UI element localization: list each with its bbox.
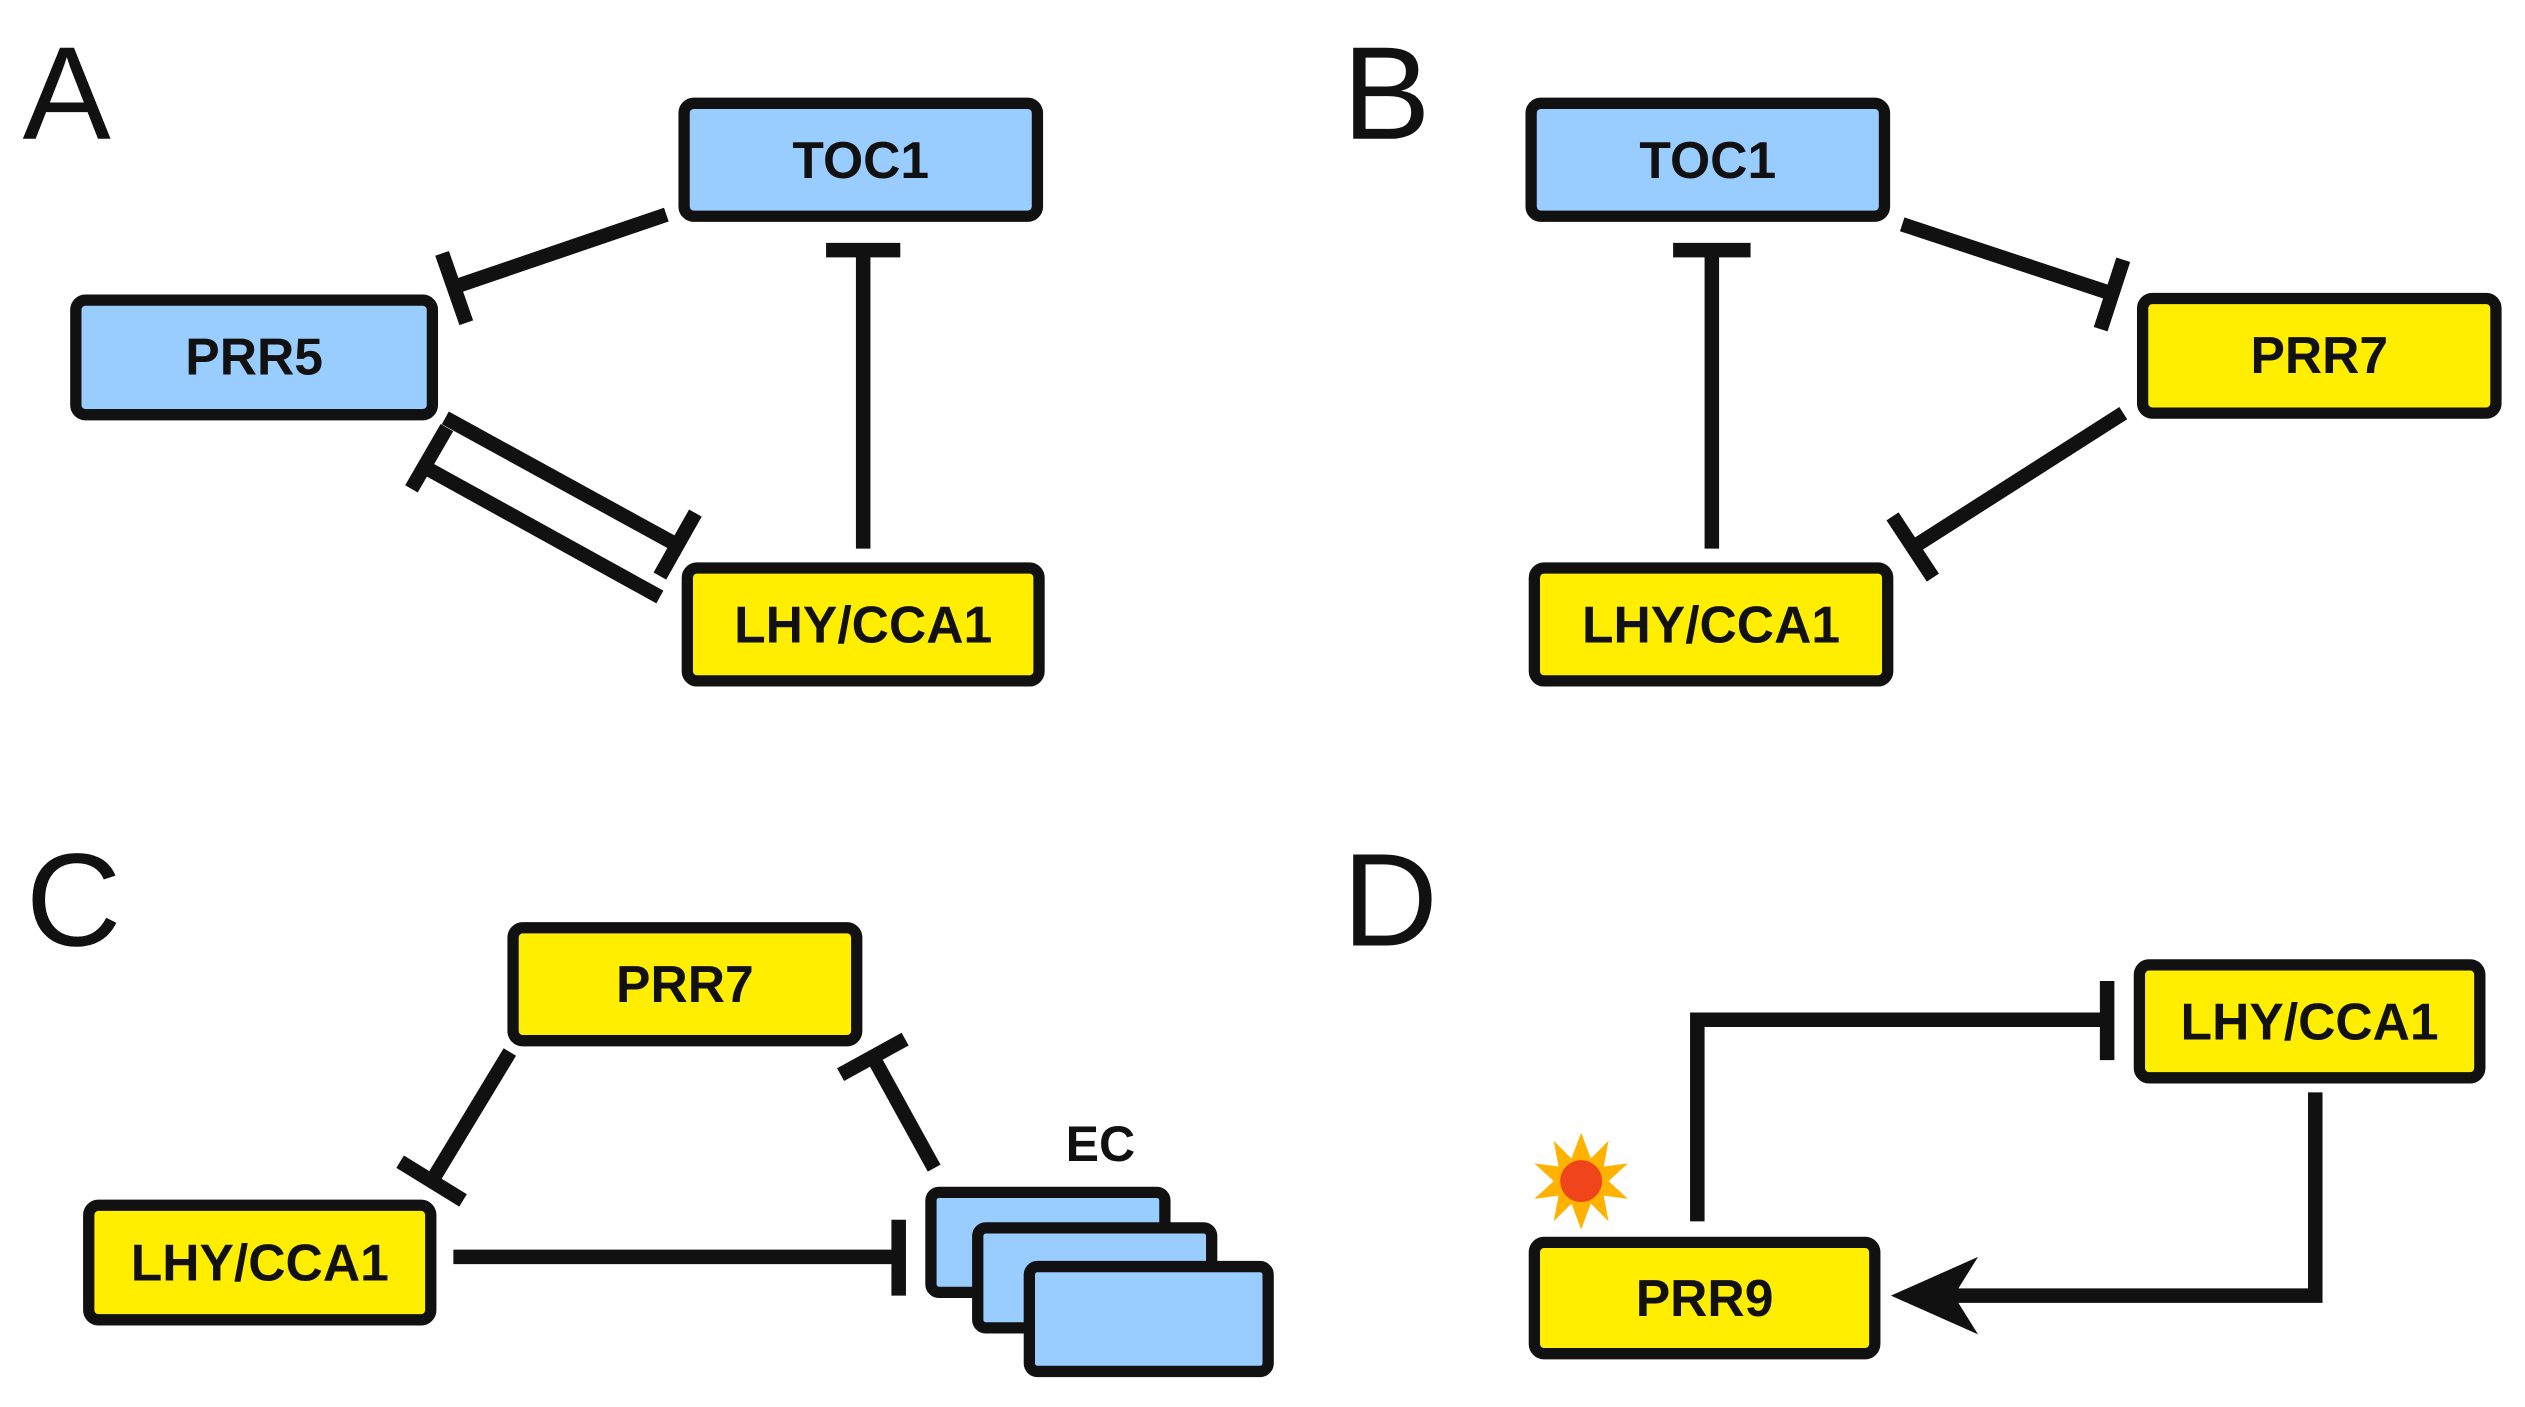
node-prr9: PRR9 <box>1528 1236 1881 1360</box>
node-lhy-cca1: LHY/CCA1 <box>681 562 1045 687</box>
node-lhy-cca1: LHY/CCA1 <box>2133 959 2486 1084</box>
node-label: TOC1 <box>792 131 929 189</box>
inhibition-bar <box>396 1155 467 1207</box>
node-label: PRR7 <box>2250 326 2388 384</box>
node-label: LHY/CCA1 <box>1582 595 1840 653</box>
node-toc1: TOC1 <box>678 97 1044 222</box>
node-toc1: TOC1 <box>1525 97 1891 222</box>
edge-toc1-inhibits-prr5 <box>451 207 669 295</box>
edge-prr7-inhibits-lhy <box>1909 406 2128 554</box>
node-label: LHY/CCA1 <box>734 595 992 653</box>
panel-d-edges <box>1690 981 2323 1303</box>
edge-prr9-inhibits-lhy <box>1690 1012 2108 1222</box>
edge-ec-inhibits-prr7 <box>866 1053 941 1172</box>
edge-prr7-inhibits-lhy <box>424 1048 517 1187</box>
ec-box <box>1023 1260 1274 1378</box>
node-prr5: PRR5 <box>70 294 439 421</box>
panel-b: B TOC1 PRR7 LHY/CCA1 <box>1342 20 2502 687</box>
node-label: TOC1 <box>1639 131 1776 189</box>
inhibition-bar <box>405 423 454 493</box>
edge-toc1-inhibits-prr7 <box>1899 217 2115 301</box>
panel-b-edges <box>1673 217 2131 582</box>
node-label: PRR7 <box>616 955 754 1013</box>
inhibition-bar <box>435 250 474 326</box>
panel-letter-c: C <box>26 827 122 975</box>
edge-lhy-inhibits-prr5 <box>425 463 664 604</box>
inhibition-bar <box>2093 257 2131 332</box>
sun-icon <box>1534 1132 1628 1230</box>
node-label: LHY/CCA1 <box>2181 992 2439 1050</box>
panel-a-edges <box>405 207 901 604</box>
node-lhy-cca1: LHY/CCA1 <box>1528 562 1894 687</box>
ec-label: EC <box>1066 1116 1135 1172</box>
node-lhy-cca1: LHY/CCA1 <box>83 1199 437 1326</box>
arrowhead <box>1890 1256 1979 1335</box>
panel-a: A TOC1 PRR5 LHY/CCA1 <box>23 20 1045 687</box>
panel-d: D LHY/CCA1 PRR9 <box>1342 827 2486 1360</box>
panel-c: C PRR7 LHY/CCA1 EC <box>26 827 1274 1378</box>
panel-letter-d: D <box>1342 827 1438 975</box>
node-prr7: PRR7 <box>2136 292 2502 419</box>
inhibition-bar <box>653 509 702 580</box>
panel-c-edges <box>396 1032 941 1296</box>
node-ec-stack: EC <box>925 1116 1274 1378</box>
edge-lhy-activates-prr9 <box>1944 1092 2323 1303</box>
node-label: PRR5 <box>185 328 323 386</box>
panel-letter-b: B <box>1342 20 1430 168</box>
node-label: PRR9 <box>1636 1269 1774 1327</box>
node-label: LHY/CCA1 <box>131 1234 389 1292</box>
node-prr7: PRR7 <box>507 922 863 1047</box>
inhibition-bar <box>1886 512 1939 582</box>
panel-letter-a: A <box>23 20 111 168</box>
inhibition-bar <box>837 1032 909 1081</box>
edge-prr5-inhibits-lhy <box>441 411 682 552</box>
